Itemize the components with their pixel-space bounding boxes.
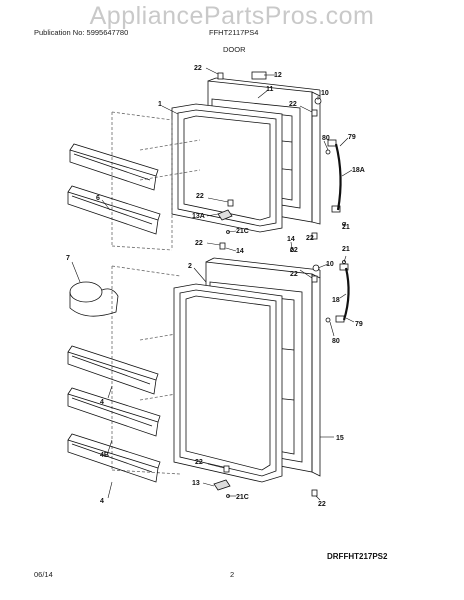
- callout-22: 22: [290, 247, 298, 254]
- callout-22: 22: [289, 101, 297, 108]
- callout-21c: 21C: [236, 494, 249, 501]
- callout-13a: 13A: [192, 213, 205, 220]
- callout-18: 18: [332, 297, 340, 304]
- door-shelf-lower: [67, 433, 161, 483]
- door-shelf-upper: [67, 345, 159, 395]
- callout-22: 22: [290, 271, 298, 278]
- callout-labels: 22 12 11 22 10 1 80 79 22 18A 6 22 13A 2…: [66, 65, 365, 508]
- callout-4: 4: [100, 498, 104, 505]
- watermark-text: AppliancePartsPros.com: [89, 2, 375, 30]
- callout-1: 1: [158, 101, 162, 108]
- callout-21: 21: [342, 246, 350, 253]
- callout-22: 22: [196, 193, 204, 200]
- callout-18a: 18A: [352, 167, 365, 174]
- callout-4b: 4B: [100, 452, 109, 459]
- section-title: DOOR: [223, 45, 246, 54]
- callout-11: 11: [266, 86, 274, 93]
- callout-21c: 21C: [236, 228, 249, 235]
- callout-13: 13: [192, 480, 200, 487]
- freezer-handle: [327, 139, 342, 213]
- callout-7: 7: [66, 255, 70, 262]
- callout-79: 79: [355, 321, 363, 328]
- screw-hardware: [217, 72, 346, 497]
- drawing-id: DRFFHT217PS2: [327, 552, 388, 561]
- hinge-parts: [213, 209, 233, 498]
- freezer-gasket: [171, 103, 283, 233]
- freezer-shelf-bin-lower: [67, 185, 161, 235]
- callout-22: 22: [195, 240, 203, 247]
- fresh-food-gasket: [173, 283, 283, 483]
- callout-10: 10: [321, 90, 329, 97]
- leader-lines: [71, 67, 355, 501]
- callout-2: 2: [188, 263, 192, 270]
- footer-date: 06/14: [34, 570, 53, 579]
- callout-22: 22: [194, 65, 202, 72]
- fresh-food-handle: [335, 263, 350, 323]
- callout-4: 4: [100, 399, 104, 406]
- ice-tray: [69, 281, 119, 317]
- callout-22: 22: [318, 501, 326, 508]
- callout-14: 14: [236, 248, 244, 255]
- callout-80: 80: [332, 338, 340, 345]
- callout-15: 15: [336, 435, 344, 442]
- callout-22: 22: [195, 459, 203, 466]
- callout-6: 6: [96, 195, 100, 202]
- callout-21: 21: [342, 224, 350, 231]
- callout-79: 79: [348, 134, 356, 141]
- door-shelf-middle: [67, 387, 161, 437]
- publication-number: Publication No: 5995647780: [34, 28, 129, 37]
- callout-80: 80: [322, 135, 330, 142]
- callout-14: 14: [287, 236, 295, 243]
- callout-12: 12: [274, 72, 282, 79]
- callout-10: 10: [326, 261, 334, 268]
- hinge-cap-top: [251, 71, 267, 80]
- callout-22: 22: [306, 235, 314, 242]
- page-number: 2: [230, 570, 235, 579]
- freezer-shelf-bin-upper: [69, 143, 159, 191]
- model-number: FFHT2117PS4: [209, 28, 259, 37]
